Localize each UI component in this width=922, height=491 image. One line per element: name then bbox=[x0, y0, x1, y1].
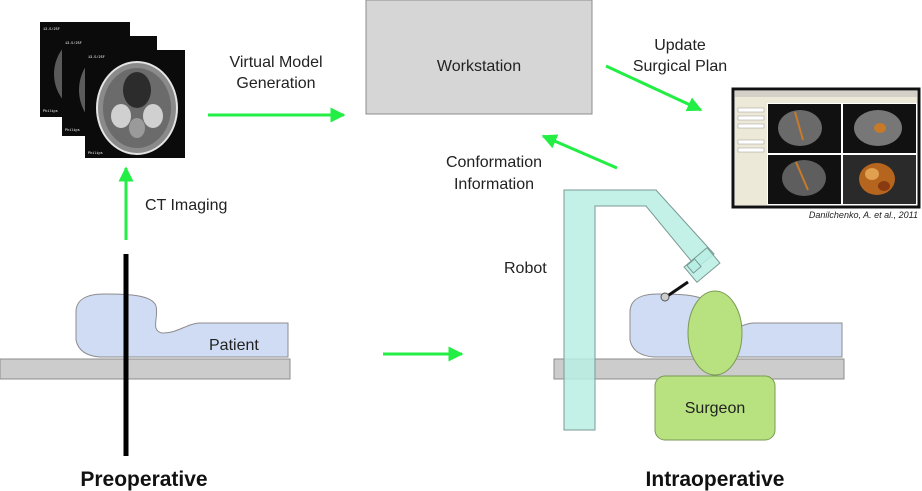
arrow-update-plan bbox=[605, 64, 703, 112]
flow-arrows bbox=[118, 64, 703, 362]
svg-text:13-5/25F: 13-5/25F bbox=[88, 55, 105, 60]
robot-arm bbox=[563, 189, 721, 431]
surgeon-head bbox=[687, 290, 743, 376]
surgeon-label: Surgeon bbox=[685, 400, 746, 417]
preop-patient bbox=[75, 293, 289, 358]
preop-table bbox=[0, 358, 291, 380]
arrow-conformation bbox=[541, 134, 618, 170]
conformation-label-line1: Conformation bbox=[446, 154, 542, 171]
virtual-model-label-line1: Virtual Model bbox=[229, 54, 322, 71]
svg-text:Philips: Philips bbox=[65, 128, 80, 133]
virtual-model-label-line2: Generation bbox=[236, 75, 315, 92]
update-plan-label-line2: Surgical Plan bbox=[633, 58, 727, 75]
robot-label: Robot bbox=[504, 260, 547, 277]
workstation-box bbox=[365, 0, 593, 115]
preoperative-heading: Preoperative bbox=[80, 468, 207, 491]
svg-text:13-5/25F: 13-5/25F bbox=[43, 27, 60, 32]
workstation-label: Workstation bbox=[437, 58, 521, 75]
surgical-planning-software-screenshot bbox=[731, 87, 921, 209]
svg-text:Philips: Philips bbox=[43, 109, 58, 114]
svg-text:Philips: Philips bbox=[88, 151, 103, 156]
conformation-label-line2: Information bbox=[454, 176, 534, 193]
update-plan-label-line1: Update bbox=[654, 37, 706, 54]
surgeon-body bbox=[654, 375, 776, 441]
citation-text: Danilchenko, A. et al., 2011 bbox=[809, 210, 918, 220]
ct-imaging-label: CT Imaging bbox=[145, 197, 227, 214]
svg-text:13-5/25F: 13-5/25F bbox=[65, 41, 82, 46]
ct-scan-slices-icon: 13-5/25F Philips 13-5/25F Philips 13-5/2… bbox=[40, 22, 185, 158]
patient-label: Patient bbox=[209, 337, 259, 354]
intraoperative-heading: Intraoperative bbox=[646, 468, 785, 491]
